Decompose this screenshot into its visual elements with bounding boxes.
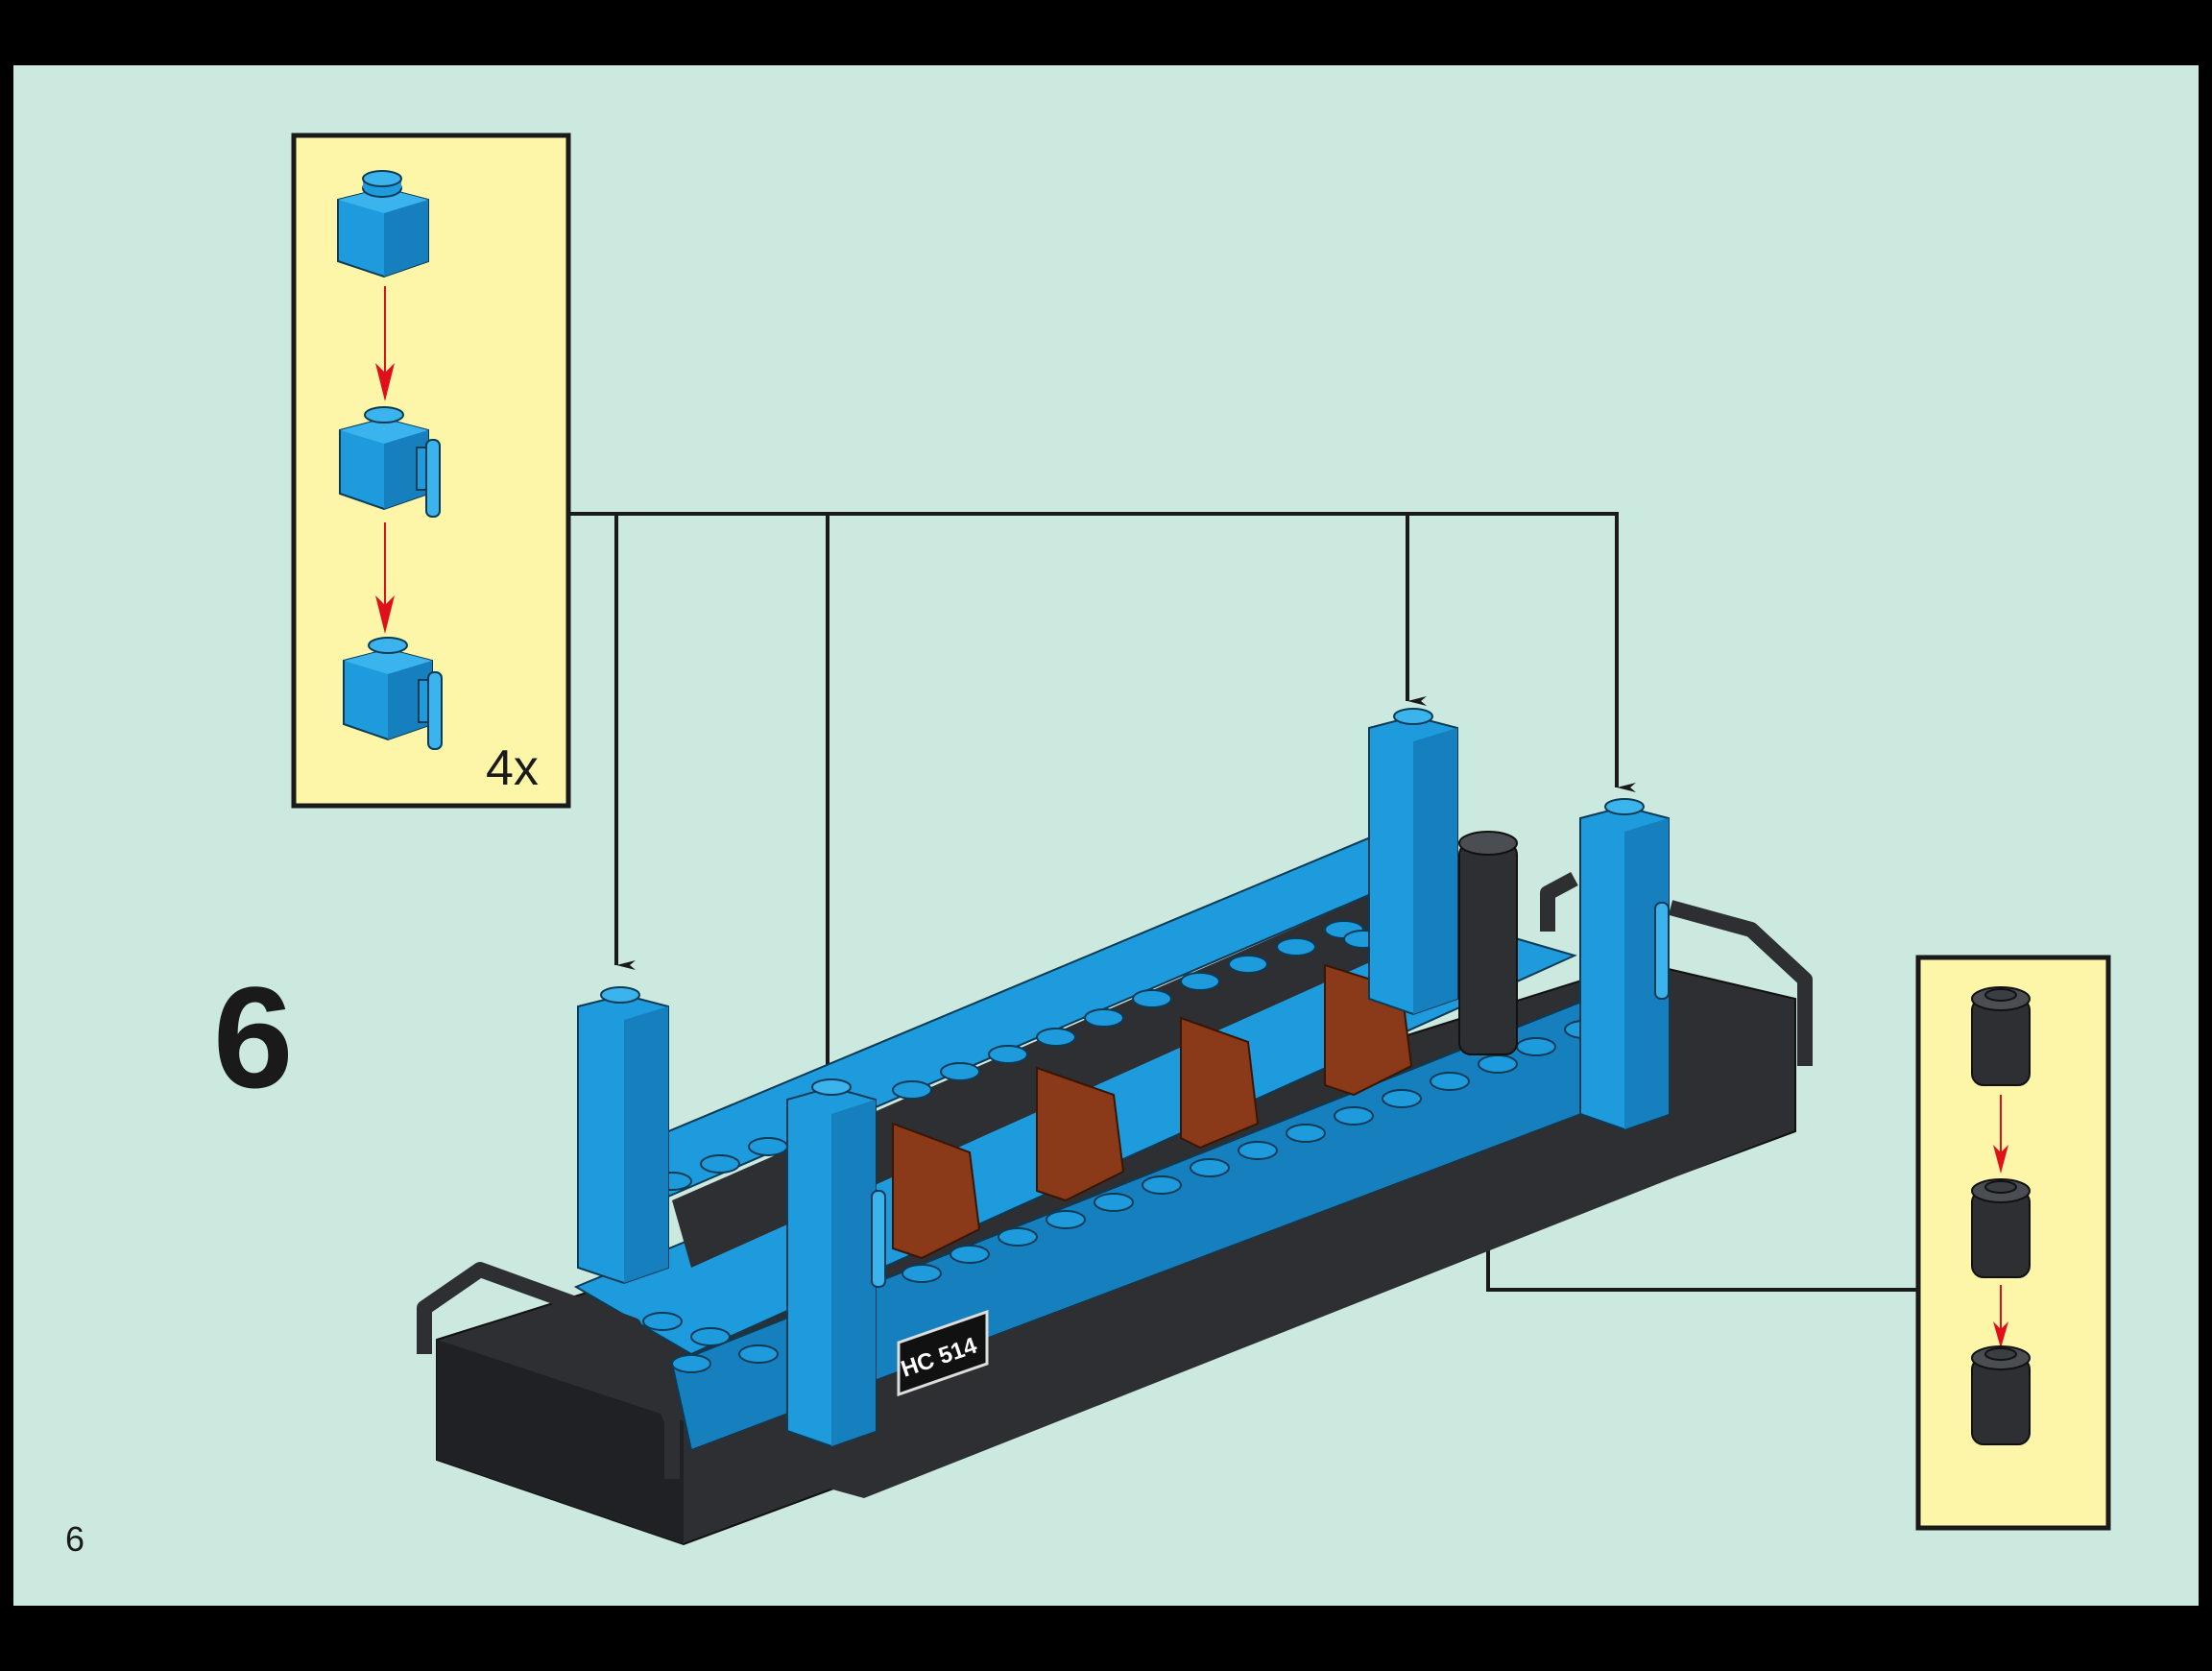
blue-pillar: [786, 1078, 886, 1448]
main-assembly: HC 514: [417, 708, 1813, 1546]
blue-brick-with-clip-icon: [343, 637, 443, 750]
round-brick-column: [1458, 831, 1518, 1055]
blue-brick-icon: [337, 170, 429, 278]
quantity-label: 4x: [486, 740, 539, 796]
blue-pillar: [1579, 798, 1670, 1131]
blue-pillar: [1368, 708, 1458, 1016]
step-number: 6: [213, 957, 294, 1118]
round-brick-icon: [1971, 986, 2031, 1086]
rail: [417, 871, 1813, 1479]
subassembly-callout-dark: [1915, 955, 2111, 1531]
blue-brick-with-clip-icon: [339, 406, 441, 518]
blue-pillar: [577, 986, 669, 1285]
subassembly-callout-blue: [291, 133, 571, 809]
round-brick-icon: [1971, 1178, 2031, 1278]
page-number: 6: [65, 1519, 85, 1559]
seats: [892, 963, 1413, 1260]
round-brick-icon: [1971, 1345, 2031, 1445]
